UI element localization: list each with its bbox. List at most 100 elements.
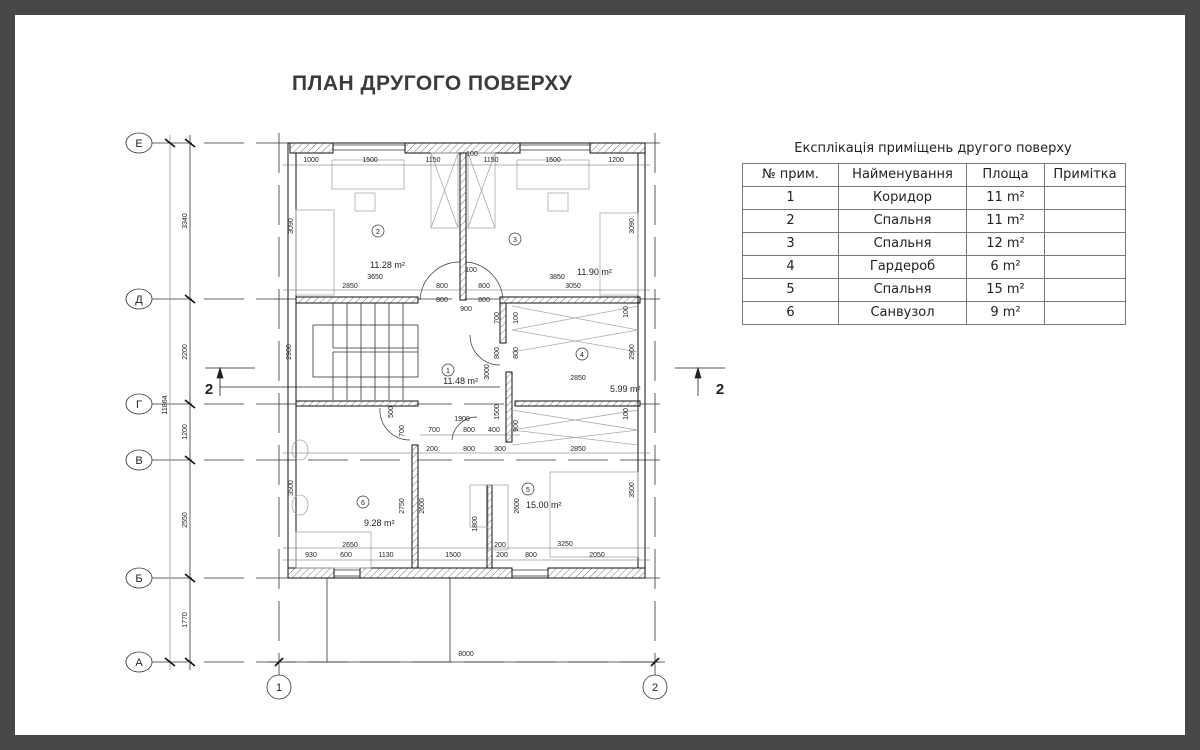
dim-label: 1500 [445, 552, 461, 559]
dim-label: 400 [488, 427, 500, 434]
dim-label: 1770 [182, 612, 189, 628]
cell-name: Спальня [838, 209, 967, 233]
dim-label: 300 [494, 446, 506, 453]
dim-label: 1200 [608, 157, 624, 164]
cell-area: 11 m² [966, 209, 1045, 233]
dim-label: 1130 [378, 552, 393, 559]
dimension-ticks [164, 138, 660, 667]
room-area: 9.28 m² [364, 518, 395, 528]
dim-label: 2850 [570, 375, 586, 382]
dim-label: 3050 [565, 283, 581, 290]
row-axis-markers [125, 132, 668, 700]
cell-name: Спальня [838, 232, 967, 256]
room-number: 2 [376, 229, 380, 236]
header-note: Примітка [1044, 163, 1126, 187]
axis-label-d: Д [135, 294, 143, 306]
dim-label: 3250 [557, 541, 573, 548]
axis-label-b: Б [135, 573, 142, 585]
cell-name: Коридор [838, 186, 967, 210]
dim-label: 200 [426, 446, 438, 453]
dim-label: 2550 [182, 512, 189, 528]
cell-number: 5 [742, 278, 839, 302]
door-swings [379, 261, 504, 441]
cell-number: 6 [742, 301, 839, 325]
dim-label: 800 [436, 297, 448, 304]
header-area: Площа [966, 163, 1045, 187]
cell-area: 11 m² [966, 186, 1045, 210]
axis-label-2: 2 [652, 682, 658, 694]
room-number: 5 [526, 487, 530, 494]
axis-label-1: 1 [276, 682, 282, 694]
cell-area: 9 m² [966, 301, 1045, 325]
dim-label: 3340 [182, 213, 189, 229]
dim-label: 700 [399, 425, 406, 437]
dim-label: 600 [340, 552, 352, 559]
cell-area: 6 m² [966, 255, 1045, 279]
dim-label: 1150 [483, 157, 498, 164]
dim-label: 2850 [342, 283, 358, 290]
room-markers [356, 224, 589, 509]
cell-area: 12 m² [966, 232, 1045, 256]
dim-label: 3090 [629, 218, 636, 234]
axis-label-e: Е [135, 138, 142, 150]
room-number: 1 [446, 368, 450, 375]
cell-number: 4 [742, 255, 839, 279]
dim-label: 1500 [494, 404, 501, 420]
section-line [205, 366, 725, 396]
dim-label: 500 [388, 406, 395, 418]
dim-label: 2050 [589, 552, 605, 559]
dim-label: 800 [478, 297, 490, 304]
dim-label: 2200 [182, 344, 189, 360]
dim-label: 2650 [342, 542, 358, 549]
dimension-lines [283, 164, 650, 561]
dim-label: 800 [463, 427, 475, 434]
stairs [312, 303, 419, 400]
room-area: 11.48 m² [443, 376, 478, 386]
dim-label: 3850 [549, 274, 565, 281]
axis-label-g: Г [136, 399, 142, 411]
dim-label: 3500 [288, 480, 295, 496]
windows [333, 144, 590, 577]
dim-label: 2850 [570, 446, 586, 453]
dim-label: 100 [623, 408, 630, 420]
dim-label: 700 [494, 312, 501, 324]
dim-label: 100 [465, 267, 477, 274]
dim-label: 3090 [288, 218, 295, 234]
dim-label: 1800 [472, 516, 479, 532]
section-label-right: 2 [716, 381, 724, 398]
room-number: 6 [361, 500, 365, 507]
dim-label: 930 [305, 552, 317, 559]
dim-label: 1500 [545, 157, 561, 164]
cell-note [1044, 209, 1126, 233]
cell-number: 1 [742, 186, 839, 210]
room-area: 5.99 m² [610, 384, 641, 394]
dim-label: 3650 [367, 274, 383, 281]
dim-label: 1500 [362, 157, 378, 164]
dim-label: 800 [525, 552, 537, 559]
dim-label: 1900 [454, 416, 470, 423]
furniture [291, 152, 639, 569]
explication-table-title: Експлікація приміщень другого поверху [794, 141, 1072, 156]
cell-name: Гардероб [838, 255, 967, 279]
axis-label-a: А [135, 657, 143, 669]
dim-label: 800 [463, 446, 475, 453]
dim-label: 200 [494, 542, 506, 549]
cell-area: 15 m² [966, 278, 1045, 302]
cell-note [1044, 186, 1126, 210]
page-title: ПЛАН ДРУГОГО ПОВЕРХУ [292, 72, 573, 95]
dim-label: 100 [513, 312, 520, 324]
drawing-sheet [15, 15, 1185, 735]
room-number: 4 [580, 352, 584, 359]
walls [287, 142, 646, 579]
cell-note [1044, 255, 1126, 279]
dim-label: 800 [436, 283, 448, 290]
dim-label: 2750 [399, 498, 406, 514]
